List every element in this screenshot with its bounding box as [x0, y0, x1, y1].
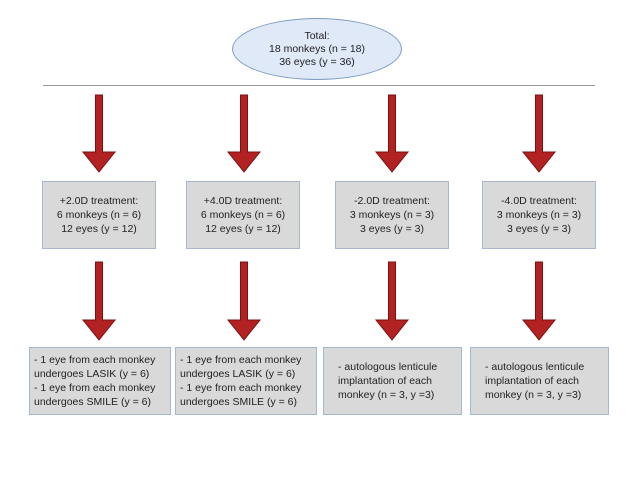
treatment-monkeys: 6 monkeys (n = 6) — [56, 209, 142, 221]
procedure-line: - 1 eye from each monkey — [180, 354, 302, 366]
treatment-eyes: 12 eyes (y = 12) — [205, 223, 281, 235]
treatment-monkeys: 3 monkeys (n = 3) — [349, 209, 435, 221]
procedure-line: - 1 eye from each monkey — [34, 354, 156, 366]
treatment-title: +4.0D treatment: — [203, 195, 283, 207]
down-arrow-icon — [374, 261, 410, 341]
divider-line — [43, 85, 595, 86]
procedure-line: - 1 eye from each monkey — [34, 382, 156, 394]
treatment-eyes: 12 eyes (y = 12) — [61, 223, 137, 235]
procedure-line: undergoes LASIK (y = 6) — [180, 368, 296, 380]
total-ellipse: Total: 18 monkeys (n = 18) 36 eyes (y = … — [232, 18, 402, 80]
down-arrow-icon — [226, 261, 262, 341]
procedure-line: undergoes SMILE (y = 6) — [180, 396, 298, 408]
down-arrow-icon — [521, 261, 557, 341]
procedure-line: undergoes SMILE (y = 6) — [34, 396, 152, 408]
treatment-eyes: 3 eyes (y = 3) — [507, 223, 571, 235]
treatment-monkeys: 6 monkeys (n = 6) — [200, 209, 286, 221]
down-arrow-icon — [81, 94, 117, 173]
procedure-line: implantation of each — [338, 375, 432, 387]
procedure-line: monkey (n = 3, y =3) — [485, 389, 582, 401]
procedure-line: implantation of each — [485, 375, 579, 387]
procedure-box-minus-2: - autologous lenticule implantation of e… — [323, 347, 462, 415]
treatment-box-plus-2: +2.0D treatment: 6 monkeys (n = 6) 12 ey… — [42, 181, 156, 249]
treatment-box-minus-2: -2.0D treatment: 3 monkeys (n = 3) 3 eye… — [335, 181, 449, 249]
treatment-box-minus-4: -4.0D treatment: 3 monkeys (n = 3) 3 eye… — [482, 181, 596, 249]
procedure-line: undergoes LASIK (y = 6) — [34, 368, 150, 380]
down-arrow-icon — [521, 94, 557, 173]
procedure-line: monkey (n = 3, y =3) — [338, 389, 435, 401]
down-arrow-icon — [81, 261, 117, 341]
treatment-box-plus-4: +4.0D treatment: 6 monkeys (n = 6) 12 ey… — [186, 181, 300, 249]
total-line-2: 18 monkeys (n = 18) — [268, 42, 365, 55]
procedure-line: - autologous lenticule — [338, 361, 438, 373]
procedure-box-plus-2: - 1 eye from each monkey undergoes LASIK… — [29, 347, 171, 415]
treatment-title: +2.0D treatment: — [59, 195, 139, 207]
treatment-eyes: 3 eyes (y = 3) — [360, 223, 424, 235]
procedure-box-minus-4: - autologous lenticule implantation of e… — [470, 347, 609, 415]
procedure-line: - 1 eye from each monkey — [180, 382, 302, 394]
down-arrow-icon — [226, 94, 262, 173]
procedure-line: - autologous lenticule — [485, 361, 585, 373]
treatment-title: -4.0D treatment: — [501, 195, 577, 207]
down-arrow-icon — [374, 94, 410, 173]
treatment-monkeys: 3 monkeys (n = 3) — [496, 209, 582, 221]
total-line-3: 36 eyes (y = 36) — [279, 55, 355, 68]
total-line-1: Total: — [304, 29, 330, 42]
treatment-title: -2.0D treatment: — [354, 195, 430, 207]
procedure-box-plus-4: - 1 eye from each monkey undergoes LASIK… — [175, 347, 317, 415]
